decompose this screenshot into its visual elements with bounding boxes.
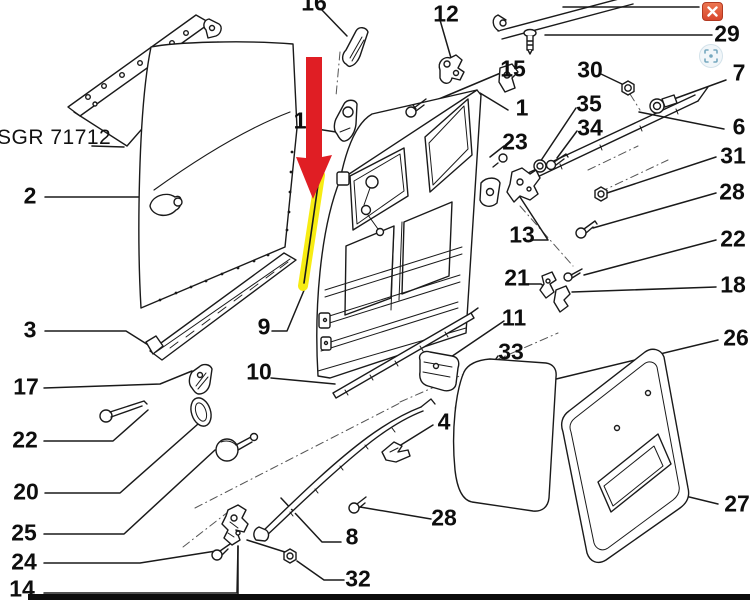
part-curved-rail-8 [253, 398, 436, 542]
part-nut-31 [594, 186, 608, 202]
part-bracket-21 [539, 271, 557, 299]
part-screw-28-right [575, 220, 598, 239]
part-inner-door-panel [316, 89, 482, 379]
part-outer-door-panel [138, 41, 298, 309]
part-roller-25 [215, 432, 259, 462]
reference-code: SGR 71712 [0, 126, 112, 149]
part-lower-strip [332, 307, 479, 399]
part-screw-34 [545, 153, 569, 171]
part-nut-30 [621, 80, 635, 96]
close-icon [707, 6, 718, 17]
close-button[interactable] [702, 2, 723, 21]
visual-search-lens-icon [704, 49, 718, 63]
part-bracket-18 [553, 285, 571, 313]
visual-search-button[interactable] [699, 44, 723, 68]
bottom-border-bar [28, 594, 750, 600]
part-grommet-20 [190, 397, 212, 427]
part-screw-22-left [99, 400, 148, 423]
part-latch-13 [492, 153, 541, 203]
part-lower-latch [221, 504, 249, 546]
part-capsule-17 [188, 363, 213, 395]
highlighted-seal-strip [298, 170, 325, 291]
highlight-arrow [296, 57, 332, 199]
part-bumper-capsule-upper [341, 27, 369, 68]
part-nut-32 [283, 548, 297, 564]
part-clip-4 [381, 441, 411, 463]
part-door-trim-panel [560, 348, 690, 564]
part-upper-trim-strip [67, 14, 222, 147]
part-screw-22-right [563, 268, 583, 282]
part-sill-molding [145, 252, 297, 361]
part-upper-hinge [405, 54, 519, 118]
part-roller-bracket-7 [649, 94, 678, 114]
part-screw-24 [211, 543, 231, 561]
part-bumper-capsule-lower [333, 99, 358, 142]
part-screw-28-bottom [348, 496, 367, 514]
part-guide-bracket-11 [418, 350, 460, 392]
part-upper-guide-rail [492, 0, 634, 55]
part-nut-35 [533, 159, 547, 173]
part-bracket-23 [479, 177, 501, 207]
part-glass-panel [452, 358, 557, 512]
